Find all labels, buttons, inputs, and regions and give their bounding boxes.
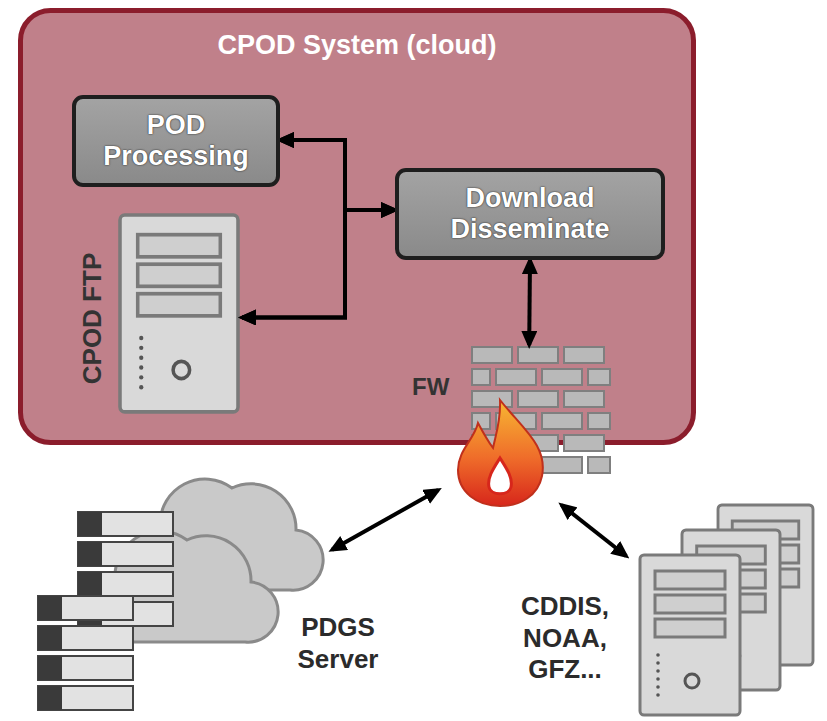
- ftp-server: CPOD FTP: [72, 215, 242, 412]
- connector-arrow: [527, 260, 532, 345]
- process-box: Download Disseminate: [395, 168, 665, 260]
- brick: [472, 347, 512, 363]
- brick: [542, 369, 582, 385]
- cloud-system-panel: [21, 11, 694, 443]
- connector-arrow: [280, 140, 395, 210]
- brick: [564, 347, 604, 363]
- node-label: CPOD System (cloud): [18, 30, 696, 61]
- node-label: PDGS Server: [273, 612, 403, 675]
- node-label: FW: [412, 373, 449, 401]
- pdgs-cloud-icon: [38, 479, 323, 710]
- external-server: PDGS Server: [35, 470, 395, 712]
- node-label: Download Disseminate: [430, 183, 630, 245]
- brick: [588, 369, 610, 385]
- brick: [518, 391, 558, 407]
- system-boundary: CPOD System (cloud) POD ProcessingDownloa…: [18, 8, 696, 445]
- brick: [496, 369, 536, 385]
- brick: [564, 435, 604, 451]
- connector-arrow: [242, 210, 395, 317]
- brick: [542, 413, 582, 429]
- ftp-server-icon: [120, 215, 238, 412]
- connector-arrow: [332, 490, 438, 550]
- data-center-servers: [640, 505, 813, 715]
- brick: [588, 413, 610, 429]
- brick: [564, 391, 604, 407]
- brick: [472, 391, 512, 407]
- brick: [518, 347, 558, 363]
- firewall: FW: [408, 345, 610, 505]
- brick: [472, 369, 490, 385]
- node-label: CPOD FTP: [77, 252, 108, 383]
- process-box: POD Processing: [72, 95, 280, 187]
- firewall-flame: [458, 400, 543, 506]
- node-label: CDDIS, NOAA, GFZ...: [495, 591, 635, 686]
- external-server: CDDIS, NOAA, GFZ...: [495, 505, 815, 715]
- connector-arrow: [562, 505, 627, 556]
- brick: [542, 457, 582, 473]
- brick: [588, 457, 610, 473]
- node-label: POD Processing: [94, 110, 259, 172]
